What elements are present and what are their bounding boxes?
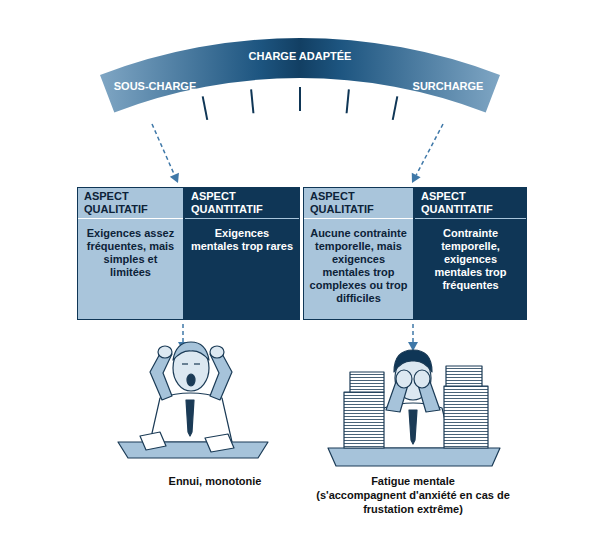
aspect-column: ASPECT QUALITATIFExigences assez fréquen… [77, 187, 184, 320]
gauge-tick [393, 96, 398, 120]
dashed-arrow [412, 124, 443, 183]
dashed-arrow [152, 124, 179, 183]
leader-arrow [183, 324, 413, 343]
aspect-column: ASPECT QUANTITATIFContrainte temporelle,… [414, 187, 527, 320]
paper [140, 432, 166, 450]
tie [409, 410, 417, 444]
eye [182, 363, 188, 364]
column-body: Exigences mentales trop rares [185, 219, 299, 319]
arrow-head [412, 173, 421, 183]
column-body: Exigences assez fréquentes, mais simples… [78, 219, 183, 319]
hair [173, 342, 209, 360]
gauge-tick [347, 89, 349, 113]
leader-line [412, 324, 414, 343]
column-heading: ASPECT QUANTITATIF [415, 188, 526, 219]
eye [194, 363, 200, 364]
paper-stack [446, 366, 482, 386]
hand [210, 346, 224, 358]
gauge-tick [251, 89, 253, 113]
gauge-tick [203, 96, 208, 120]
column-body: Contrainte temporelle, exigences mentale… [415, 219, 526, 319]
paper [205, 434, 234, 452]
desk [118, 442, 268, 458]
arc-band [100, 38, 500, 114]
column-body: Aucune contrainte temporelle, mais exige… [304, 219, 413, 319]
column-heading: ASPECT QUALITATIF [304, 188, 413, 219]
column-heading: ASPECT QUANTITATIF [185, 188, 299, 219]
desk [328, 448, 500, 466]
arrow-head [170, 173, 179, 183]
aspect-column: ASPECT QUANTITATIFExigences mentales tro… [184, 187, 300, 320]
gauge-end-label: SOUS-CHARGE [100, 80, 210, 93]
yawning-mouth [187, 374, 195, 386]
caption-label: Ennui, monotonie [140, 474, 290, 488]
overloaded-man-figure [328, 350, 500, 466]
paper-stack [350, 372, 384, 392]
caption-label: (s'accompagnent d'anxiété en cas de frus… [313, 488, 513, 516]
paper-stack [344, 392, 384, 448]
hand [414, 370, 430, 388]
gauge-end-label: SURCHARGE [393, 80, 503, 93]
paper-stack [444, 386, 488, 448]
gauge-ticks [203, 87, 398, 120]
column-heading: ASPECT QUALITATIF [78, 188, 183, 219]
arc-shape [100, 38, 500, 112]
aspect-column: ASPECT QUALITATIFAucune contrainte tempo… [303, 187, 414, 320]
load-gauge-arc: CHARGE ADAPTÉE SOUS-CHARGE SURCHARGE [100, 38, 500, 114]
leader-line [182, 324, 184, 343]
caption-label: Fatigue mentale [313, 474, 513, 488]
dashed-line [152, 124, 174, 175]
hand [396, 370, 412, 388]
hair [394, 350, 432, 372]
bored-man-figure [118, 342, 268, 458]
tie [186, 400, 194, 436]
gauge-center-label: CHARGE ADAPTÉE [100, 50, 500, 63]
hand [158, 346, 172, 358]
gauge-tick [299, 87, 301, 111]
dashed-line [416, 124, 443, 175]
